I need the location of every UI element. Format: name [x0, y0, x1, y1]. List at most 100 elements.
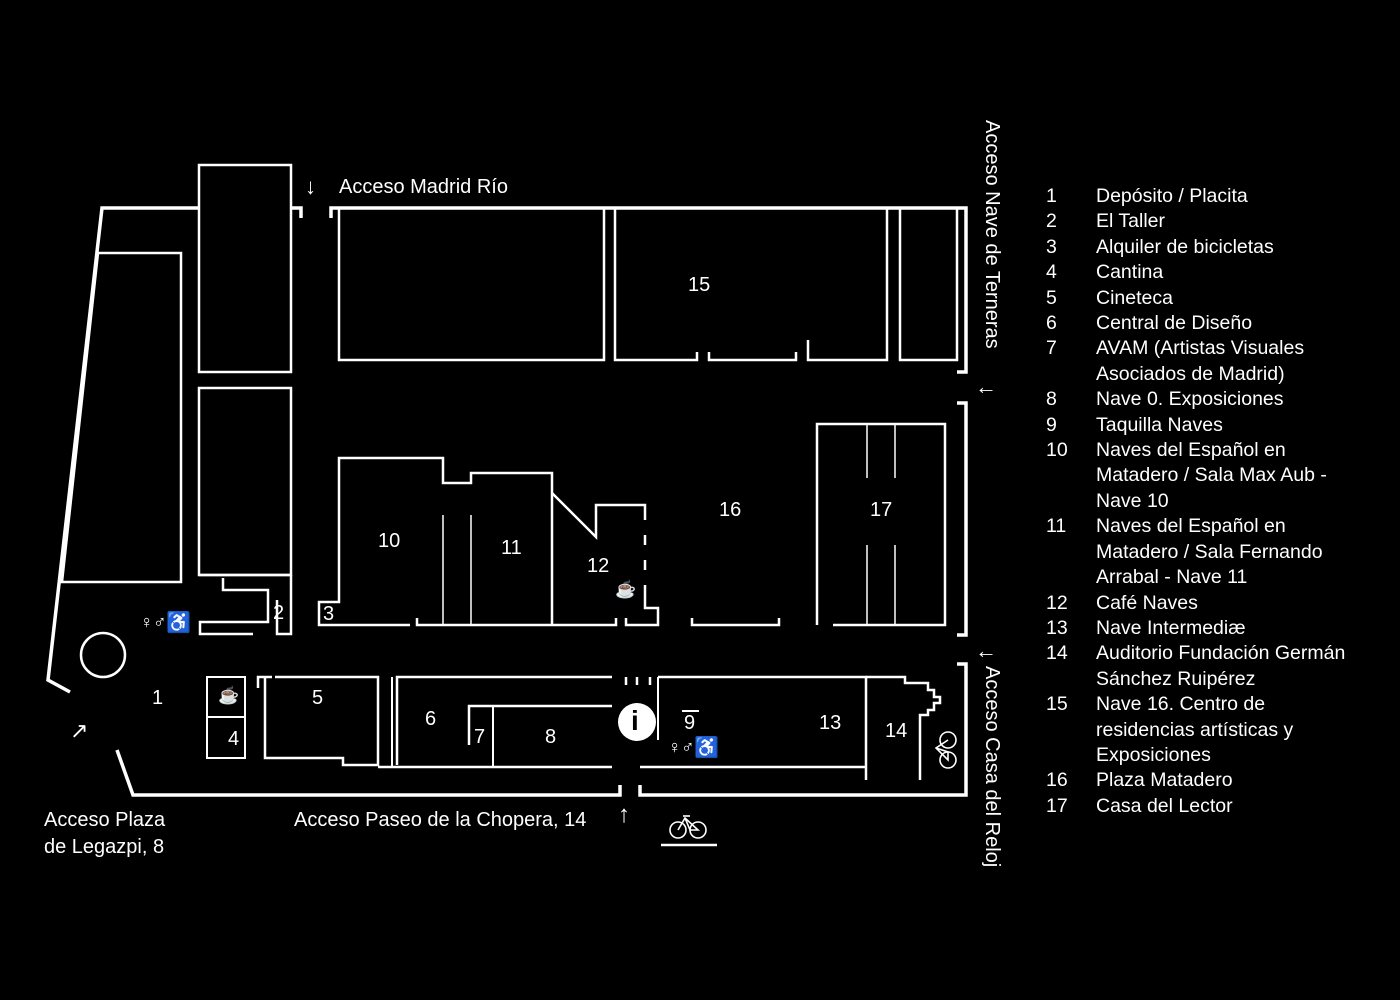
legend: 1 Depósito / Placita 2 El Taller 3 Alquiler d…: [1046, 184, 1356, 819]
restroom-women-icon: ♀: [140, 612, 154, 632]
legend-item: 15 Nave 16. Centro de residencias artísti…: [1046, 692, 1356, 768]
legend-label: Plaza Matadero: [1096, 769, 1233, 792]
map-label-13: 13: [819, 712, 842, 734]
access-chopera: Acceso Paseo de la Chopera, 14: [294, 809, 587, 831]
building-12: [551, 492, 647, 541]
bicycle-icon: [669, 815, 707, 839]
arrow-left-icon: ←: [975, 638, 997, 663]
coffee-icon: ☕: [218, 686, 240, 705]
legend-label: Casa del Lector: [1096, 794, 1233, 817]
legend-item: 6 Central de Diseño: [1046, 311, 1356, 336]
outer-boundary: [46, 206, 968, 797]
fountain: [79, 631, 127, 679]
access-casa-reloj: Acceso Casa del Reloj: [981, 666, 1003, 868]
legend-item: 7 AVAM (Artistas Visuales Asociados de Ma…: [1046, 336, 1356, 387]
access-madrid-rio: Acceso Madrid Río: [339, 176, 508, 198]
legend-item: 12 Café Naves: [1046, 591, 1356, 616]
legend-label: Nave 0. Exposiciones: [1096, 388, 1284, 411]
legend-item: 14 Auditorio Fundación Germán Sánchez Rui…: [1046, 641, 1356, 692]
legend-item: 13 Nave Intermediæ: [1046, 616, 1356, 641]
map-label-17: 17: [870, 499, 893, 521]
access-legazpi-line2: de Legazpi, 8: [44, 836, 165, 858]
building-1-outline: [60, 251, 183, 584]
legend-label: Nave 16. Centro de residencias artística…: [1096, 693, 1294, 766]
legend-item: 8 Nave 0. Exposiciones: [1046, 387, 1356, 412]
legend-number: 3: [1046, 235, 1057, 258]
legend-label: Depósito / Placita: [1096, 185, 1248, 207]
legend-item: 9 Taquilla Naves: [1046, 413, 1356, 438]
building-17: [815, 422, 947, 627]
legend-label: El Taller: [1096, 210, 1166, 233]
map-label-11: 11: [501, 537, 522, 559]
legend-label: Naves del Español en Matadero / Sala Fer…: [1096, 515, 1323, 589]
map-label-5: 5: [312, 687, 324, 709]
legend-number: 15: [1046, 693, 1068, 716]
legend-item: 3 Alquiler de bicicletas: [1046, 235, 1356, 260]
map-label-9: 9: [684, 712, 696, 734]
restroom-women-icon: ♀: [668, 737, 682, 757]
legend-item: 2 El Taller: [1046, 209, 1356, 234]
map-label-12: 12: [587, 555, 610, 577]
map-label-8: 8: [545, 726, 557, 748]
legend-label: Taquilla Naves: [1096, 413, 1223, 436]
legend-label: Nave Intermediæ: [1096, 616, 1246, 639]
legend-item: 1 Depósito / Placita: [1046, 184, 1356, 209]
access-nave-terneras: Acceso Nave de Terneras: [981, 120, 1003, 349]
building-14: [866, 675, 942, 780]
legend-label: AVAM (Artistas Visuales Asociados de Mad…: [1096, 337, 1305, 385]
legend-number: 7: [1046, 337, 1057, 360]
restroom-men-icon: ♂: [681, 737, 695, 757]
arrow-left-icon: ←: [975, 374, 997, 399]
legend-number: 1: [1046, 185, 1057, 207]
map-label-1: 1: [152, 687, 164, 709]
access-legazpi-line1: Acceso Plaza: [44, 809, 166, 831]
legend-label: Auditorio Fundación Germán Sánchez Ruipé…: [1096, 642, 1346, 690]
legend-number: 6: [1046, 312, 1057, 335]
buildings: [60, 163, 959, 847]
legend-label: Café Naves: [1096, 591, 1198, 614]
arrow-ne-icon: ↗: [70, 718, 89, 743]
legend-number: 8: [1046, 388, 1057, 411]
map-label-3: 3: [323, 603, 335, 625]
legend-item: 4 Cantina: [1046, 260, 1356, 285]
legend-label: Cantina: [1096, 261, 1164, 284]
legend-number: 17: [1046, 794, 1068, 817]
info-icon[interactable]: [618, 703, 656, 741]
legend-label: Cineteca: [1096, 286, 1173, 309]
legend-number: 10: [1046, 439, 1068, 462]
restroom-men-icon: ♂: [153, 612, 167, 632]
coffee-icon: ☕: [615, 580, 637, 599]
legend-label: Naves del Español en Matadero / Sala Max…: [1096, 439, 1327, 512]
map-label-15: 15: [688, 274, 711, 296]
map-label-6: 6: [425, 708, 437, 730]
bicycle-icon: [934, 731, 957, 769]
legend-number: 12: [1046, 591, 1068, 614]
map-label-2: 2: [273, 602, 285, 624]
legend-item: 11 Naves del Español en Matadero / Sala F…: [1046, 514, 1356, 590]
legend-number: 14: [1046, 642, 1068, 665]
legend-number: 5: [1046, 286, 1057, 309]
legend-number: 13: [1046, 616, 1068, 639]
legend-item: 10 Naves del Español en Matadero / Sala M…: [1046, 438, 1356, 514]
legend-number: 11: [1046, 515, 1067, 538]
map-label-16: 16: [719, 499, 742, 521]
map-label-14: 14: [885, 720, 908, 742]
legend-number: 9: [1046, 413, 1057, 436]
legend-label: Central de Diseño: [1096, 312, 1253, 335]
map-label-7: 7: [474, 726, 486, 748]
arrow-down-icon: ↓: [305, 174, 316, 199]
info-letter: i: [631, 705, 639, 736]
wheelchair-icon: ♿: [694, 737, 719, 759]
legend-number: 2: [1046, 210, 1057, 233]
building-2: [198, 578, 270, 636]
wheelchair-icon: ♿: [166, 612, 191, 634]
map-label-4: 4: [228, 728, 240, 750]
legend-item: 5 Cineteca: [1046, 286, 1356, 311]
map-label-10: 10: [378, 530, 401, 552]
legend-number: 4: [1046, 261, 1057, 284]
legend-item: 17 Casa del Lector: [1046, 794, 1356, 819]
legend-label: Alquiler de bicicletas: [1096, 235, 1274, 258]
arrow-up-icon: ↑: [618, 801, 630, 828]
